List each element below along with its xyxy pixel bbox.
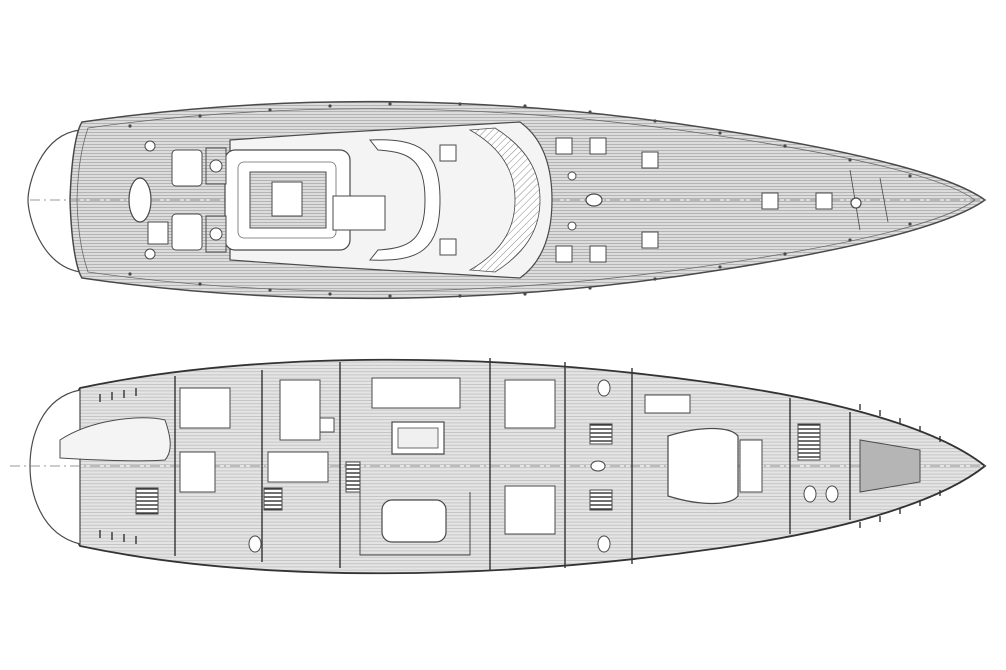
- windscreen-frame: [368, 139, 441, 261]
- head-wc-port: [597, 379, 611, 397]
- stern-garage: [29, 389, 81, 545]
- owner-wardrobe: [644, 394, 691, 414]
- hatch: [641, 231, 659, 249]
- hull-frames: [99, 388, 941, 544]
- hatch: [439, 144, 457, 162]
- owner-berth: [667, 427, 739, 505]
- hatch: [641, 151, 659, 169]
- saloon-coffee-table-top: [397, 427, 439, 449]
- coachroof-hatched-band: [468, 127, 541, 273]
- stanchions: [128, 102, 912, 298]
- companionway: [332, 195, 386, 231]
- helm-seat-port: [171, 149, 203, 187]
- nav-station: [179, 451, 216, 493]
- hatch: [815, 192, 833, 210]
- anchor-windlass: [850, 197, 862, 209]
- hatch: [589, 137, 607, 155]
- head-wc-starboard: [597, 535, 611, 553]
- deck-hatches: [439, 137, 833, 263]
- hatch: [589, 245, 607, 263]
- stern-platform: [27, 129, 81, 273]
- shower-port: [589, 423, 613, 445]
- shower-starboard: [589, 489, 613, 511]
- forward-head-wc-2: [825, 485, 839, 503]
- forward-head-wc-1: [803, 485, 817, 503]
- aft-hatch: [128, 177, 152, 223]
- winch-aft-starboard: [144, 248, 156, 260]
- bulkheads: [174, 358, 851, 570]
- hatch: [439, 238, 457, 256]
- tender: [59, 417, 171, 462]
- galley-grate: [263, 487, 283, 511]
- galley-sink: [319, 417, 335, 433]
- deck-plan-view: [0, 70, 1006, 330]
- stern-locker: [147, 221, 169, 245]
- winch-mast-port: [567, 171, 577, 181]
- deck-plan-svg: [27, 100, 987, 300]
- dining-banquette: [359, 492, 471, 556]
- interior-plan-svg: [10, 358, 987, 575]
- helm-seat-starboard: [171, 213, 203, 251]
- stern-ladder: [135, 487, 159, 515]
- guest-berth-starboard: [504, 485, 556, 535]
- cockpit-table-hatch: [271, 181, 303, 217]
- guest-berth-port: [504, 379, 556, 429]
- winch-aft-port: [144, 140, 156, 152]
- saloon-sofa: [371, 377, 461, 409]
- aft-cabin-berth: [179, 387, 231, 429]
- interior-plan-view: [0, 345, 1006, 590]
- galley-island: [267, 451, 329, 483]
- hatch: [761, 192, 779, 210]
- helm-wheel-starboard: [209, 227, 223, 241]
- chain-locker: [859, 439, 921, 493]
- owner-vanity: [739, 439, 763, 493]
- hatch: [555, 137, 573, 155]
- forward-shower: [797, 423, 821, 461]
- mast: [585, 193, 603, 207]
- aft-head-wc: [248, 535, 262, 553]
- winch-mast-starboard: [567, 221, 577, 231]
- helm-wheel-port: [209, 159, 223, 173]
- hatch: [555, 245, 573, 263]
- companionway-stairs: [345, 461, 361, 493]
- dining-table: [381, 499, 447, 543]
- mast-step: [590, 460, 606, 472]
- galley-counter: [279, 379, 321, 441]
- deck-toe-rail: [76, 108, 976, 292]
